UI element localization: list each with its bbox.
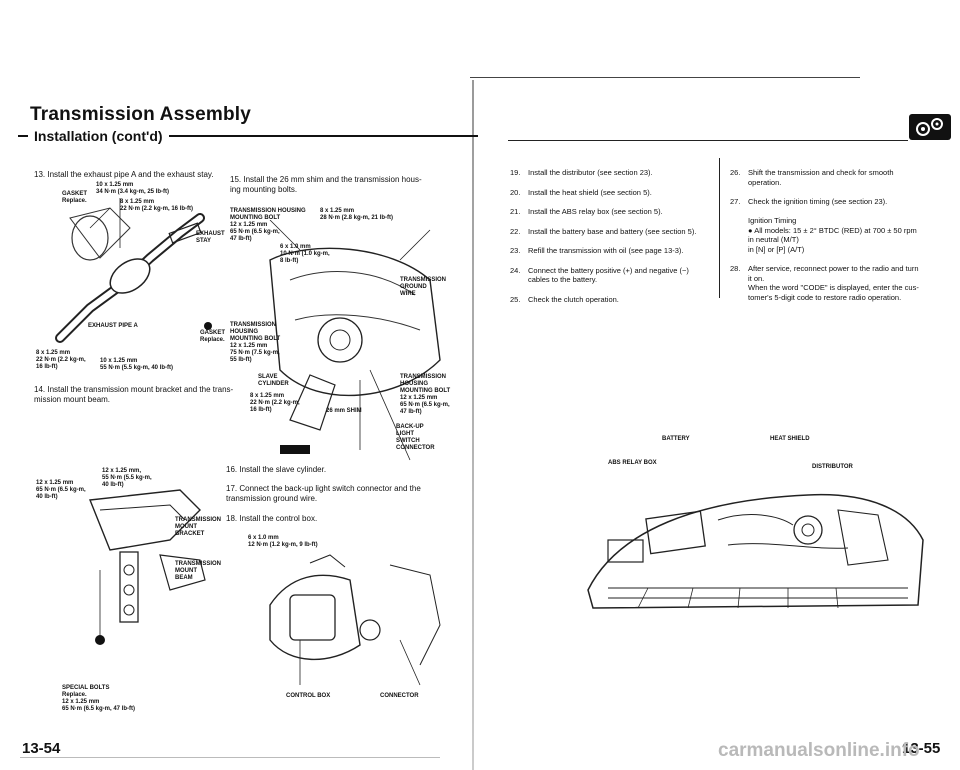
step-15: 15. Install the 26 mm shim and the trans… (230, 175, 422, 194)
page-title: Transmission Assembly (30, 104, 252, 125)
special-bolts-label: SPECIAL BOLTS Replace. 12 x 1.25 mm 65 N… (62, 685, 136, 712)
subtitle-tick (18, 135, 28, 137)
step-text: Check the ignition timing (see section 2… (748, 197, 917, 254)
exhaust-figure (30, 178, 230, 348)
step-number: 20. (510, 187, 521, 197)
step-number: 24. (510, 265, 521, 275)
steps-column-a: 19. Install the distributor (see section … (510, 168, 715, 314)
step-text: Refill the transmission with oil (see pa… (528, 246, 684, 255)
step-text: Shift the transmission and check for smo… (748, 168, 894, 187)
column-divider (719, 158, 720, 298)
step-text: Install the distributor (see section 23)… (528, 168, 653, 177)
housing-mounting-bolt-label-1: TRANSMISSION HOUSING MOUNTING BOLT 12 x … (230, 208, 306, 242)
step-13: 13. Install the exhaust pipe A and the e… (34, 170, 214, 179)
engine-bay-figure (578, 470, 928, 615)
backup-light-switch-connector-label: BACK-UP LIGHT SWITCH CONNECTOR (396, 424, 435, 451)
step-number: 28. (730, 264, 741, 273)
step-row: 22. Install the battery base and battery … (510, 227, 715, 237)
mount-figure (70, 470, 220, 660)
step-text: Check the clutch operation. (528, 294, 619, 304)
housing-mounting-bolt-label-2: TRANSMISSION HOUSING MOUNTING BOLT 12 x … (230, 322, 281, 363)
bolt-label-10x125-55nm: 10 x 1.25 mm 55 N·m (5.5 kg-m, 40 lb-ft) (100, 358, 174, 371)
step-row: 26. Shift the transmission and check for … (730, 168, 940, 187)
bottom-rule (20, 757, 440, 758)
transmission-ground-wire-label: TRANSMISSION GROUND WIRE (400, 277, 447, 297)
step-16: 16. Install the slave cylinder. (226, 465, 327, 474)
step-row: 21. Install the ABS relay box (see sectio… (510, 207, 715, 217)
gasket-label-top: GASKET Replace. (62, 191, 88, 204)
bolt-label-8x125-22nm-c: 8 x 1.25 mm 22 N·m (2.2 kg-m, 16 lb-ft) (250, 393, 300, 413)
step-text: Install the heat shield (see section 5). (528, 187, 652, 197)
watermark: carmanualsonline.info (718, 740, 920, 761)
step-text: Connect the battery positive (+) and neg… (528, 265, 689, 285)
bolt-label-6x10-10nm: 6 x 1.0 mm 10 N·m (1.0 kg-m, 8 lb-ft) (280, 244, 330, 264)
page-number-left: 13-54 (22, 740, 61, 757)
transmission-mount-beam-label: TRANSMISSION MOUNT BEAM (175, 561, 222, 581)
exhaust-pipe-a-label: EXHAUST PIPE A (88, 323, 138, 329)
abs-relay-box-label: ABS RELAY BOX (608, 460, 657, 466)
step-number: 26. (730, 168, 741, 177)
step-number: 25. (510, 294, 521, 304)
transmission-mount-bracket-label: TRANSMISSION MOUNT BRACKET (175, 517, 222, 537)
step-number: 22. (510, 226, 521, 236)
step-14: 14. Install the transmission mount brack… (34, 385, 234, 404)
gasket-label-bottom: GASKET Replace. (200, 330, 226, 343)
top-rule (470, 77, 860, 78)
page-fold (472, 80, 474, 770)
distributor-label: DISTRIBUTOR (812, 464, 853, 470)
step-18: 18. Install the control box. (226, 514, 318, 523)
step-text: Install the battery base and battery (se… (528, 226, 697, 236)
bolt-label-12x125-65nm: 12 x 1.25 mm 65 N·m (6.5 kg-m, 40 lb-ft) (36, 480, 86, 500)
step-number: 27. (730, 197, 741, 206)
bolt-label-6x10-12nm: 6 x 1.0 mm 12 N·m (1.2 kg-m, 9 lb-ft) (248, 535, 318, 548)
step-row: 20. Install the heat shield (see section … (510, 188, 715, 198)
step-row: 19. Install the distributor (see section … (510, 168, 715, 178)
shim-label: 26 mm SHIM (326, 408, 362, 414)
bolt-label-12x125-55nm: 12 x 1.25 mm, 55 N·m (5.5 kg-m, 40 lb-ft… (102, 468, 152, 488)
step-row: 25. Check the clutch operation. (510, 295, 715, 305)
step-row: 27. Check the ignition timing (see sectio… (730, 197, 940, 254)
bolt-label-10x125-34nm: 10 x 1.25 mm 34 N·m (3.4 kg-m, 25 lb-ft) (96, 182, 170, 195)
subtitle-rule (168, 135, 478, 137)
step-17: 17. Connect the back-up light switch con… (226, 484, 421, 503)
housing-figure (250, 220, 450, 480)
bolt-label-8x125-22nm: 8 x 1.25 mm 22 N·m (2.2 kg-m, 16 lb-ft) (120, 199, 194, 212)
step-row: 24. Connect the battery positive (+) and … (510, 266, 715, 285)
slave-cylinder-label: SLAVE CYLINDER (258, 374, 289, 387)
bolt-label-8x125-28nm: 8 x 1.25 mm 28 N·m (2.8 kg-m, 21 lb-ft) (320, 208, 394, 221)
step-number: 23. (510, 246, 521, 255)
step-text: After service, reconnect power to the ra… (748, 264, 919, 302)
step-row: 28. After service, reconnect power to the… (730, 264, 940, 302)
steps-column-b: 26. Shift the transmission and check for … (730, 168, 940, 312)
connector-label: CONNECTOR (380, 693, 419, 699)
step-row: 23. Refill the transmission with oil (see… (510, 246, 715, 256)
right-rule (508, 140, 908, 141)
bolt-label-8x125-22nm-b: 8 x 1.25 mm 22 N·m (2.2 kg-m, 16 lb-ft) (36, 350, 86, 370)
step-number: 21. (510, 207, 521, 216)
gear-icon (909, 114, 951, 140)
battery-label: BATTERY (662, 436, 690, 442)
step-number: 19. (510, 168, 521, 177)
step-text: Install the ABS relay box (see section 5… (528, 207, 663, 216)
heat-shield-label: HEAT SHIELD (770, 436, 810, 442)
exhaust-stay-label: EXHAUST STAY (196, 231, 225, 244)
housing-mounting-bolt-label-3: TRANSMISSION HOUSING MOUNTING BOLT 12 x … (400, 374, 451, 415)
control-box-label: CONTROL BOX (286, 693, 331, 699)
subtitle-bar: Installation (cont'd) (18, 128, 478, 144)
page-subtitle: Installation (cont'd) (34, 128, 163, 144)
page-number-right: 13-55 (902, 740, 941, 757)
control-box-figure (250, 545, 450, 690)
